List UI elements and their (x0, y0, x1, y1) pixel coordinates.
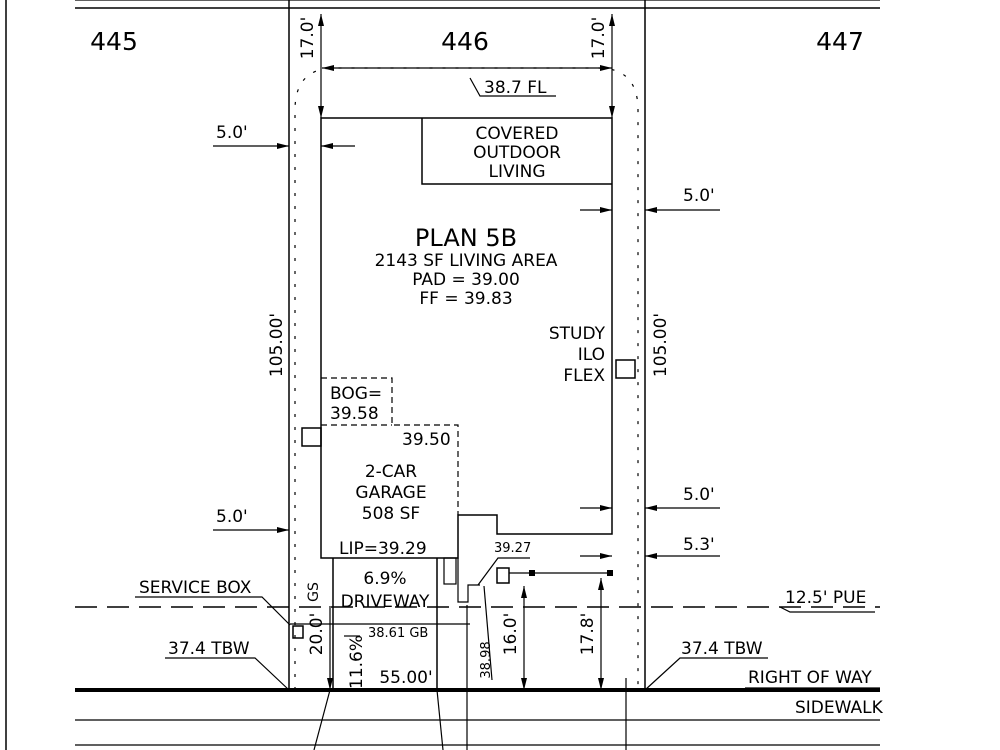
porch-elevation: 39.27 (494, 541, 531, 556)
elev-leader (483, 585, 493, 681)
setback-right-upper: 5.0' (683, 186, 715, 206)
tbw-leader-left (165, 657, 290, 691)
utility-node (607, 570, 613, 576)
service-box (292, 625, 304, 639)
covered-label-2: OUTDOOR (473, 143, 561, 163)
utility-box-left (301, 427, 322, 447)
study-label-2: ILO (578, 345, 605, 365)
arrowhead (277, 143, 289, 149)
arrowhead (318, 106, 324, 118)
bog-label: BOG= (330, 384, 382, 404)
dim-16: 16.0' (501, 613, 521, 656)
arrowhead (321, 143, 333, 149)
garage-label-2: GARAGE (355, 483, 426, 503)
study-label-3: FLEX (563, 366, 605, 386)
garage-label-3: 508 SF (362, 504, 420, 524)
house-footprint (320, 117, 613, 559)
arrowhead (318, 14, 324, 26)
setback-left-upper: 5.0' (216, 123, 248, 143)
ff-elevation: FF = 39.83 (419, 289, 512, 309)
arrowhead (277, 527, 289, 533)
utility-box-right (615, 359, 636, 379)
driveway-approach-right (436, 689, 444, 750)
arrowhead (600, 505, 612, 511)
arrowhead (600, 65, 612, 71)
arrowhead (322, 65, 334, 71)
bog-elevation: 39.58 (330, 404, 379, 424)
garage-outline (321, 377, 459, 515)
study-label-1: STUDY (549, 324, 606, 344)
arrowhead (645, 553, 657, 559)
lot-depth-left: 105.00' (267, 313, 287, 377)
covered-patio (421, 118, 612, 185)
pue-leader (779, 606, 875, 613)
lot-number-447: 447 (816, 27, 864, 56)
right-of-way-label: RIGHT OF WAY (748, 668, 872, 688)
arrowhead (521, 678, 527, 690)
service-box-label: SERVICE BOX (139, 578, 252, 598)
rear-setback-left: 17.0' (298, 17, 318, 60)
setback-left-lower: 5.0' (216, 507, 248, 527)
arrowhead (327, 678, 333, 690)
arrowhead (600, 553, 612, 559)
garage-label-1: 2-CAR (365, 462, 417, 482)
rear-setback-right: 17.0' (589, 17, 609, 60)
arrowhead (521, 586, 527, 598)
arrowhead (609, 14, 615, 26)
dim-178: 17.8' (578, 613, 598, 656)
living-area: 2143 SF LIVING AREA (375, 251, 558, 271)
garage-elevation: 39.50 (402, 430, 451, 450)
driveway-label: DRIVEWAY (341, 592, 430, 612)
pue-label: 12.5' PUE (785, 588, 866, 608)
arrowhead (609, 106, 615, 118)
utility-node (529, 570, 535, 576)
arrowhead (645, 207, 657, 213)
sidewalk-label: SIDEWALK (795, 698, 884, 718)
tbw-left: 37.4 TBW (168, 639, 250, 659)
lip-elevation: LIP=39.29 (339, 539, 427, 559)
setback-right-garage: 5.3' (683, 535, 715, 555)
driveway-slope: 6.9% (363, 569, 406, 589)
dim-20: 20.0' (307, 613, 327, 656)
lot-depth-right: 105.00' (651, 313, 671, 377)
lot-number-445: 445 (90, 27, 138, 56)
meter-box (496, 567, 510, 584)
building-width-label: 38.7 FL (484, 78, 547, 98)
tbw-leader-right (644, 657, 768, 691)
porch-leader (477, 557, 530, 586)
tbw-right: 37.4 TBW (681, 639, 763, 659)
driveway-approach-left (313, 689, 331, 750)
arrowhead (598, 678, 604, 690)
arrowhead (645, 505, 657, 511)
lot-width: 55.00' (379, 668, 432, 688)
fl-leader (469, 77, 556, 97)
elevation-3898: 38.98 (479, 641, 494, 678)
grade-break: 38.61 GB (368, 626, 428, 641)
walkway (457, 558, 480, 603)
setback-right-lower: 5.0' (683, 485, 715, 505)
gs-label: GS (306, 582, 322, 602)
plan-title: PLAN 5B (415, 224, 517, 252)
arrowhead (600, 207, 612, 213)
covered-label-1: COVERED (476, 124, 559, 144)
pad-elevation: PAD = 39.00 (412, 270, 520, 290)
lot-number-446: 446 (441, 27, 489, 56)
driveway-grade: 11.6% (347, 635, 367, 689)
stoop (443, 557, 457, 585)
covered-label-3: LIVING (488, 162, 545, 182)
arrowhead (598, 578, 604, 590)
service-box-leader (135, 596, 291, 626)
